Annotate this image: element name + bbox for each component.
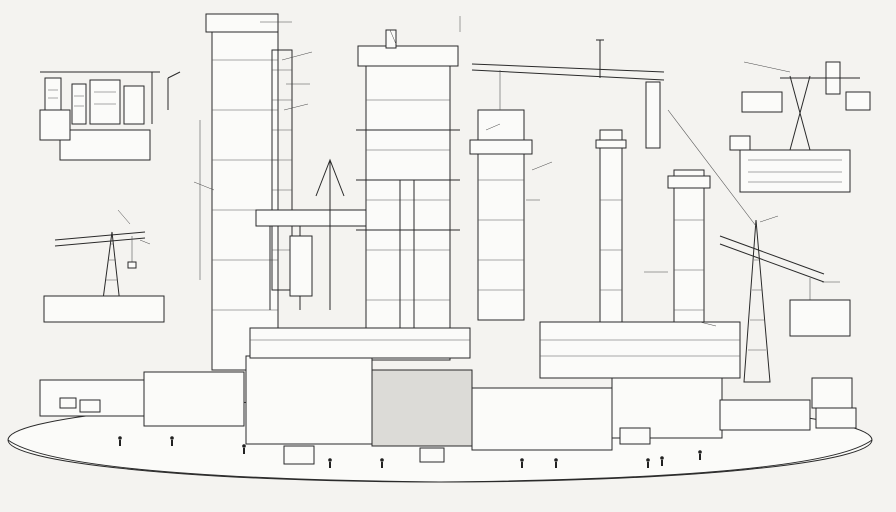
- ground-edge: [7, 439, 873, 483]
- cargo-crates: [59, 377, 857, 465]
- workers: [118, 436, 702, 468]
- column-tower-4: [667, 169, 711, 331]
- mini-plant-top-right: [729, 61, 871, 193]
- right-storage-block: [789, 299, 851, 337]
- column-tower-2: [356, 29, 460, 361]
- exhaust-stack: [595, 129, 627, 331]
- pipe-rack: [255, 158, 367, 310]
- left-ground-blocks: [43, 295, 165, 323]
- crane-right: [667, 109, 825, 383]
- annotation-leaders: [117, 16, 840, 327]
- mini-plant-top-left: [39, 71, 181, 161]
- column-tower-1: [199, 13, 293, 371]
- column-tower-3: [469, 39, 665, 321]
